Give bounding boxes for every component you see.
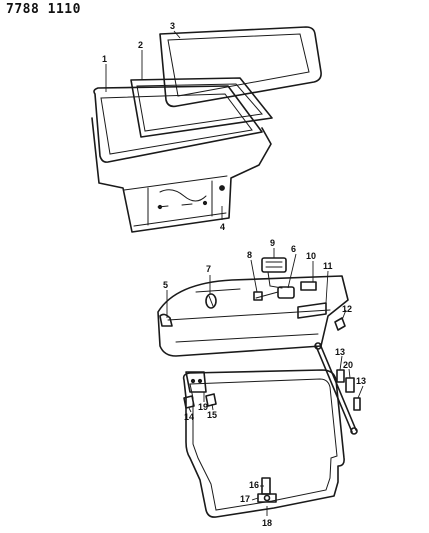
hinge-bolt [183, 395, 195, 409]
clip-set [159, 281, 346, 331]
callout-5: 5 [163, 280, 168, 290]
callout-13a: 13 [335, 347, 345, 357]
hinge-left [185, 371, 207, 393]
opening-weatherstrip [182, 369, 345, 518]
callout-labels: 1 2 3 4 5 6 7 8 9 10 11 12 13 13 14 15 1… [102, 21, 366, 528]
liftgate-glass [159, 26, 322, 108]
callout-10: 10 [306, 251, 316, 261]
callout-18: 18 [262, 518, 272, 528]
callout-12: 12 [342, 304, 352, 314]
glass-molding [93, 85, 263, 163]
callout-15: 15 [207, 410, 217, 420]
callout-1: 1 [102, 54, 107, 64]
callout-4: 4 [220, 222, 225, 232]
callout-8: 8 [247, 250, 252, 260]
latch-striker [257, 477, 277, 503]
liftgate-panel [91, 117, 272, 233]
callout-19: 19 [198, 402, 208, 412]
callout-7: 7 [206, 264, 211, 274]
callout-3: 3 [170, 21, 175, 31]
callout-2: 2 [138, 40, 143, 50]
hinge-bracket [205, 393, 217, 407]
callout-20: 20 [343, 360, 353, 370]
weatherstrip-seal [130, 77, 273, 138]
lock-cylinder [205, 293, 217, 309]
diagram-code: 7788 1110 [6, 2, 81, 17]
callout-14: 14 [184, 412, 194, 422]
callout-11: 11 [323, 261, 333, 271]
callout-6: 6 [291, 244, 296, 254]
callout-9: 9 [270, 238, 275, 248]
callout-16: 16 [249, 480, 259, 490]
callout-17: 17 [240, 494, 250, 504]
leader-lines [105, 30, 364, 516]
gas-strut [314, 342, 358, 435]
callout-13b: 13 [356, 376, 366, 386]
lower-door-panel [157, 275, 349, 357]
